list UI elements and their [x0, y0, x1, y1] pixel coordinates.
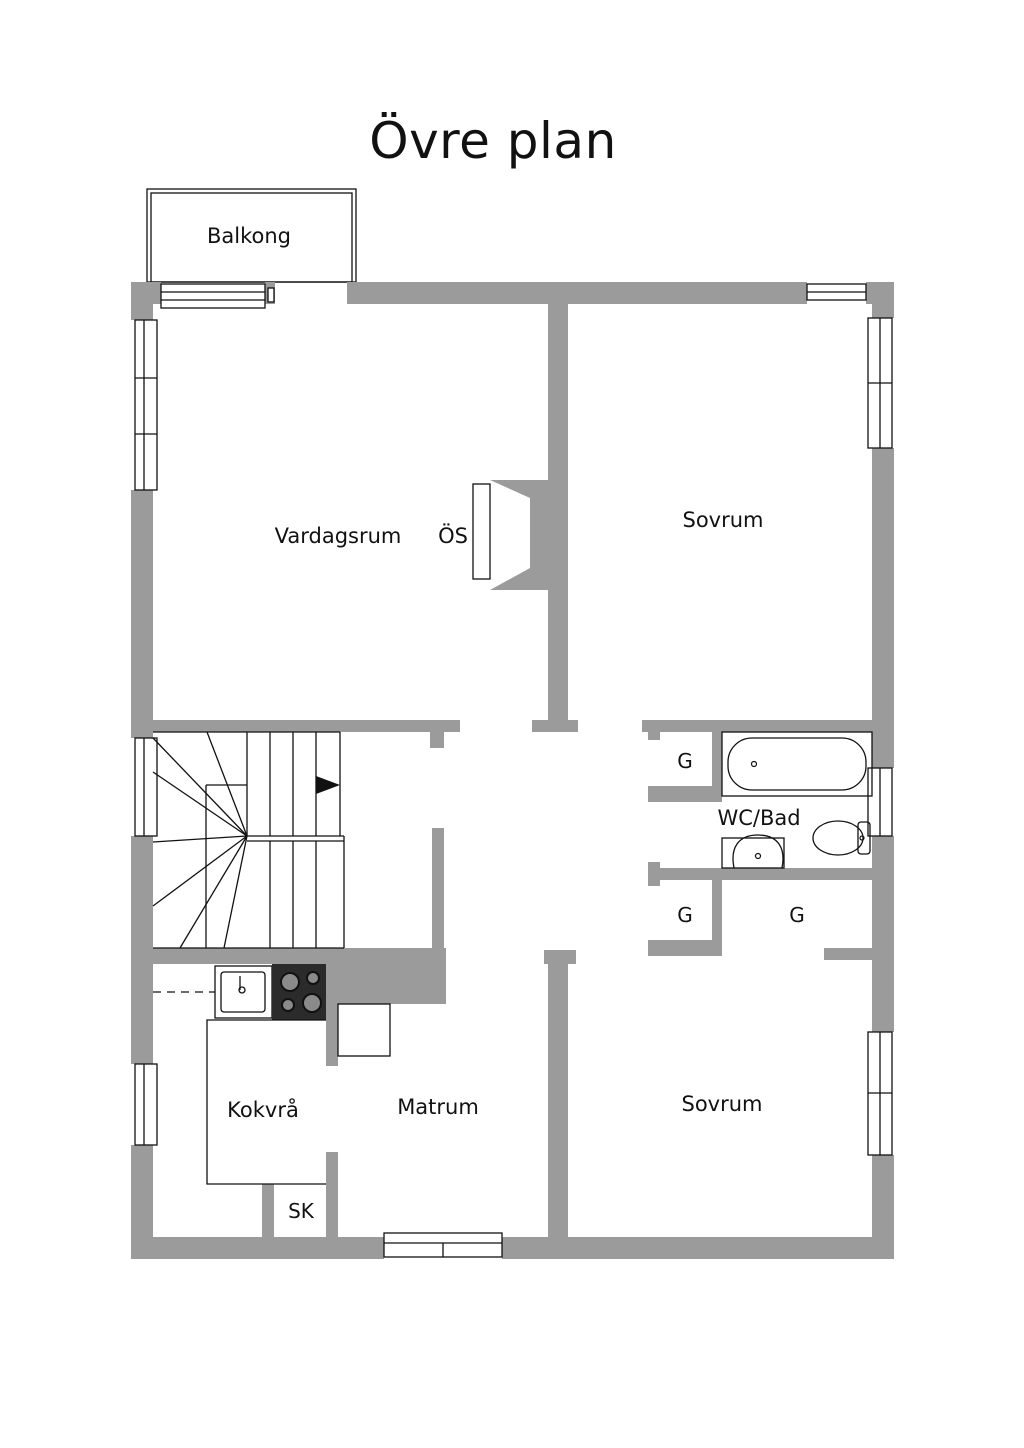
staircase [152, 731, 345, 949]
living-room-label: Vardagsrum [275, 524, 402, 548]
fireplace-outline [472, 483, 491, 580]
balcony [146, 188, 357, 283]
bedroom-top-label: Sovrum [682, 508, 763, 532]
storage-label: SK [288, 1199, 315, 1223]
bathroom-label: WC/Bad [717, 806, 800, 830]
wardrobe-label-3: G [789, 903, 805, 927]
interior-walls [153, 304, 872, 1237]
wardrobe-label-1: G [677, 749, 693, 773]
outer-walls [131, 282, 894, 1259]
kitchen-label: Kokvrå [227, 1097, 299, 1122]
wardrobe-label-2: G [677, 903, 693, 927]
kitchen [153, 964, 391, 1185]
bedroom-bottom-label: Sovrum [681, 1092, 762, 1116]
bathroom-fixtures [721, 731, 873, 869]
dining-room-label: Matrum [397, 1095, 479, 1119]
fireplace-label: ÖS [438, 523, 468, 548]
plan-title: Övre plan [369, 112, 617, 170]
balcony-label: Balkong [207, 224, 291, 248]
